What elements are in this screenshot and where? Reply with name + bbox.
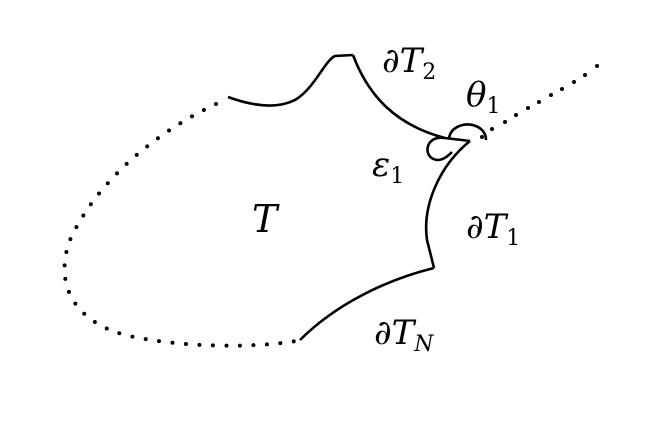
boundary-dT1-curve bbox=[424, 139, 471, 269]
label-dTN: ∂TN bbox=[374, 316, 434, 356]
tangent-dotted-line bbox=[480, 64, 599, 139]
angle-epsilon-arc bbox=[426, 136, 453, 162]
label-dTN-base: ∂T bbox=[374, 313, 415, 353]
boundary-dT2-curve bbox=[351, 54, 471, 143]
label-theta-base: θ bbox=[466, 75, 487, 115]
label-dT2-base: ∂T bbox=[382, 41, 423, 81]
label-theta1: θ1 bbox=[466, 78, 500, 118]
boundary-dTN-curve bbox=[299, 266, 435, 341]
label-dT1: ∂T1 bbox=[466, 210, 520, 250]
boundary-dotted-left bbox=[62, 102, 298, 348]
label-dTN-sub: N bbox=[414, 332, 434, 357]
label-epsilon1: ε1 bbox=[372, 148, 404, 188]
label-dT2: ∂T2 bbox=[382, 44, 436, 84]
region-label-text: T bbox=[252, 197, 278, 241]
label-epsilon-base: ε bbox=[372, 145, 391, 185]
label-theta-sub: 1 bbox=[486, 94, 501, 119]
label-dT2-sub: 2 bbox=[422, 60, 437, 85]
label-dT1-sub: 1 bbox=[506, 226, 521, 251]
label-dT1-base: ∂T bbox=[466, 207, 507, 247]
angle-theta-arc bbox=[447, 123, 488, 141]
label-epsilon-sub: 1 bbox=[390, 164, 405, 189]
region-label-T: T bbox=[252, 200, 277, 238]
boundary-top-curve bbox=[227, 53, 354, 107]
